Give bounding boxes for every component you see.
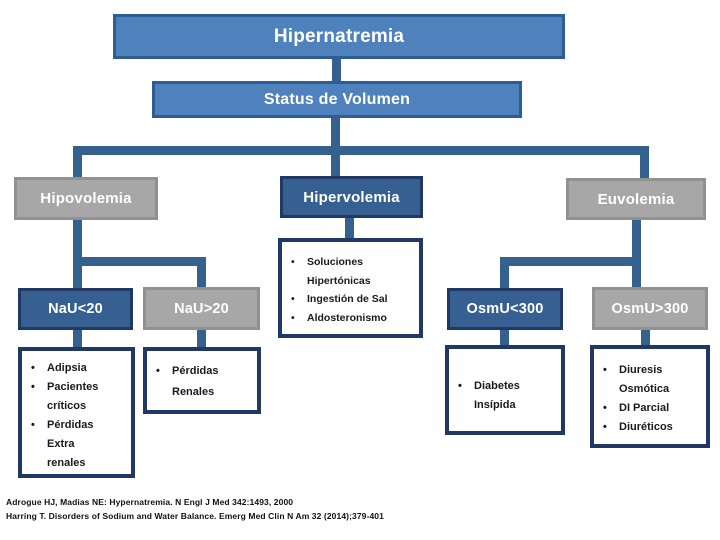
connector-drop-euvolemia bbox=[640, 146, 649, 180]
bullet-icon: • bbox=[603, 364, 607, 376]
bullet-icon: • bbox=[603, 402, 607, 414]
stub-naugt20-list bbox=[197, 327, 206, 349]
connector-hipervolemia-stub bbox=[345, 216, 354, 240]
list-item: • Adipsia bbox=[29, 359, 127, 378]
bullet-icon: • bbox=[291, 311, 295, 324]
node-hipovolemia: Hipovolemia bbox=[14, 177, 158, 220]
list-item: • Pérdidas Extra renales bbox=[29, 416, 127, 473]
cause-list-osmu-lt300: • Diabetes Insípida bbox=[445, 345, 565, 435]
connector-drop-hipovolemia bbox=[73, 146, 82, 179]
bullet-icon: • bbox=[156, 365, 160, 377]
list-item: • Pérdidas Renales bbox=[154, 361, 253, 403]
list-item: • Soluciones Hipertónicas bbox=[289, 253, 415, 290]
list-item: • Pacientes críticos bbox=[29, 378, 127, 416]
node-osmu-lt300: OsmU<300 bbox=[447, 288, 563, 330]
list-item: • Diuréticos bbox=[601, 418, 702, 437]
reference-line: Harring T. Disorders of Sodium and Water… bbox=[6, 510, 384, 521]
bullet-icon: • bbox=[31, 381, 35, 393]
cause-list-hipervolemia: • Soluciones Hipertónicas • Ingestión de… bbox=[278, 238, 423, 338]
bullet-icon: • bbox=[458, 380, 462, 392]
cause-list-nau-gt20: • Pérdidas Renales bbox=[143, 347, 261, 414]
stub-osmugt300-list bbox=[641, 327, 650, 347]
bullet-icon: • bbox=[603, 421, 607, 433]
node-status-de-volumen: Status de Volumen bbox=[152, 81, 522, 118]
node-osmu-gt300-label: OsmU>300 bbox=[611, 300, 689, 317]
node-euvolemia-label: Euvolemia bbox=[597, 190, 675, 208]
stub-nault20-list bbox=[73, 327, 82, 349]
reference-line: Adrogue HJ, Madias NE: Hypernatremia. N … bbox=[6, 497, 294, 507]
node-hipervolemia-label: Hipervolemia bbox=[303, 188, 400, 206]
connector-main-horizontal bbox=[73, 146, 649, 155]
connector-hypo-horizontal bbox=[73, 257, 206, 266]
list-item: • Ingestión de Sal bbox=[289, 290, 415, 309]
references: Adrogue HJ, Madias NE: Hypernatremia. N … bbox=[6, 496, 476, 523]
connector-euvolemia-down bbox=[632, 218, 641, 289]
bullet-icon: • bbox=[31, 362, 35, 374]
list-item: • Diuresis Osmótica bbox=[601, 361, 702, 399]
connector-drop-osmult300 bbox=[500, 257, 509, 290]
connector-title-to-status bbox=[332, 56, 341, 84]
connector-hipovolemia-down bbox=[73, 218, 82, 290]
bullet-icon: • bbox=[291, 293, 295, 305]
list-item: • Aldosteronismo bbox=[289, 309, 415, 328]
cause-list-nau-lt20: • Adipsia • Pacientes críticos • Pérdida… bbox=[18, 347, 135, 478]
node-nau-gt20: NaU>20 bbox=[143, 287, 260, 330]
node-status-label: Status de Volumen bbox=[263, 90, 411, 108]
list-item: • Diabetes Insípida bbox=[456, 377, 557, 415]
node-hipernatremia-label: Hipernatremia bbox=[273, 25, 405, 47]
connector-drop-naugt20 bbox=[197, 257, 206, 289]
node-osmu-gt300: OsmU>300 bbox=[592, 287, 708, 330]
node-nau-lt20: NaU<20 bbox=[18, 288, 133, 330]
bullet-icon: • bbox=[31, 419, 35, 431]
node-hipernatremia: Hipernatremia bbox=[113, 14, 565, 59]
cause-list-osmu-gt300: • Diuresis Osmótica • DI Parcial • Diuré… bbox=[590, 345, 710, 448]
list-item: • DI Parcial bbox=[601, 399, 702, 418]
node-hipovolemia-label: Hipovolemia bbox=[40, 190, 132, 207]
bullet-icon: • bbox=[291, 256, 295, 268]
connector-eu-horizontal bbox=[500, 257, 641, 266]
node-euvolemia: Euvolemia bbox=[566, 178, 706, 220]
node-nau-lt20-label: NaU<20 bbox=[48, 301, 103, 317]
node-nau-gt20-label: NaU>20 bbox=[174, 300, 229, 317]
node-osmu-lt300-label: OsmU<300 bbox=[466, 301, 544, 317]
node-hipervolemia: Hipervolemia bbox=[280, 176, 423, 218]
stub-osmult300-list bbox=[500, 327, 509, 347]
